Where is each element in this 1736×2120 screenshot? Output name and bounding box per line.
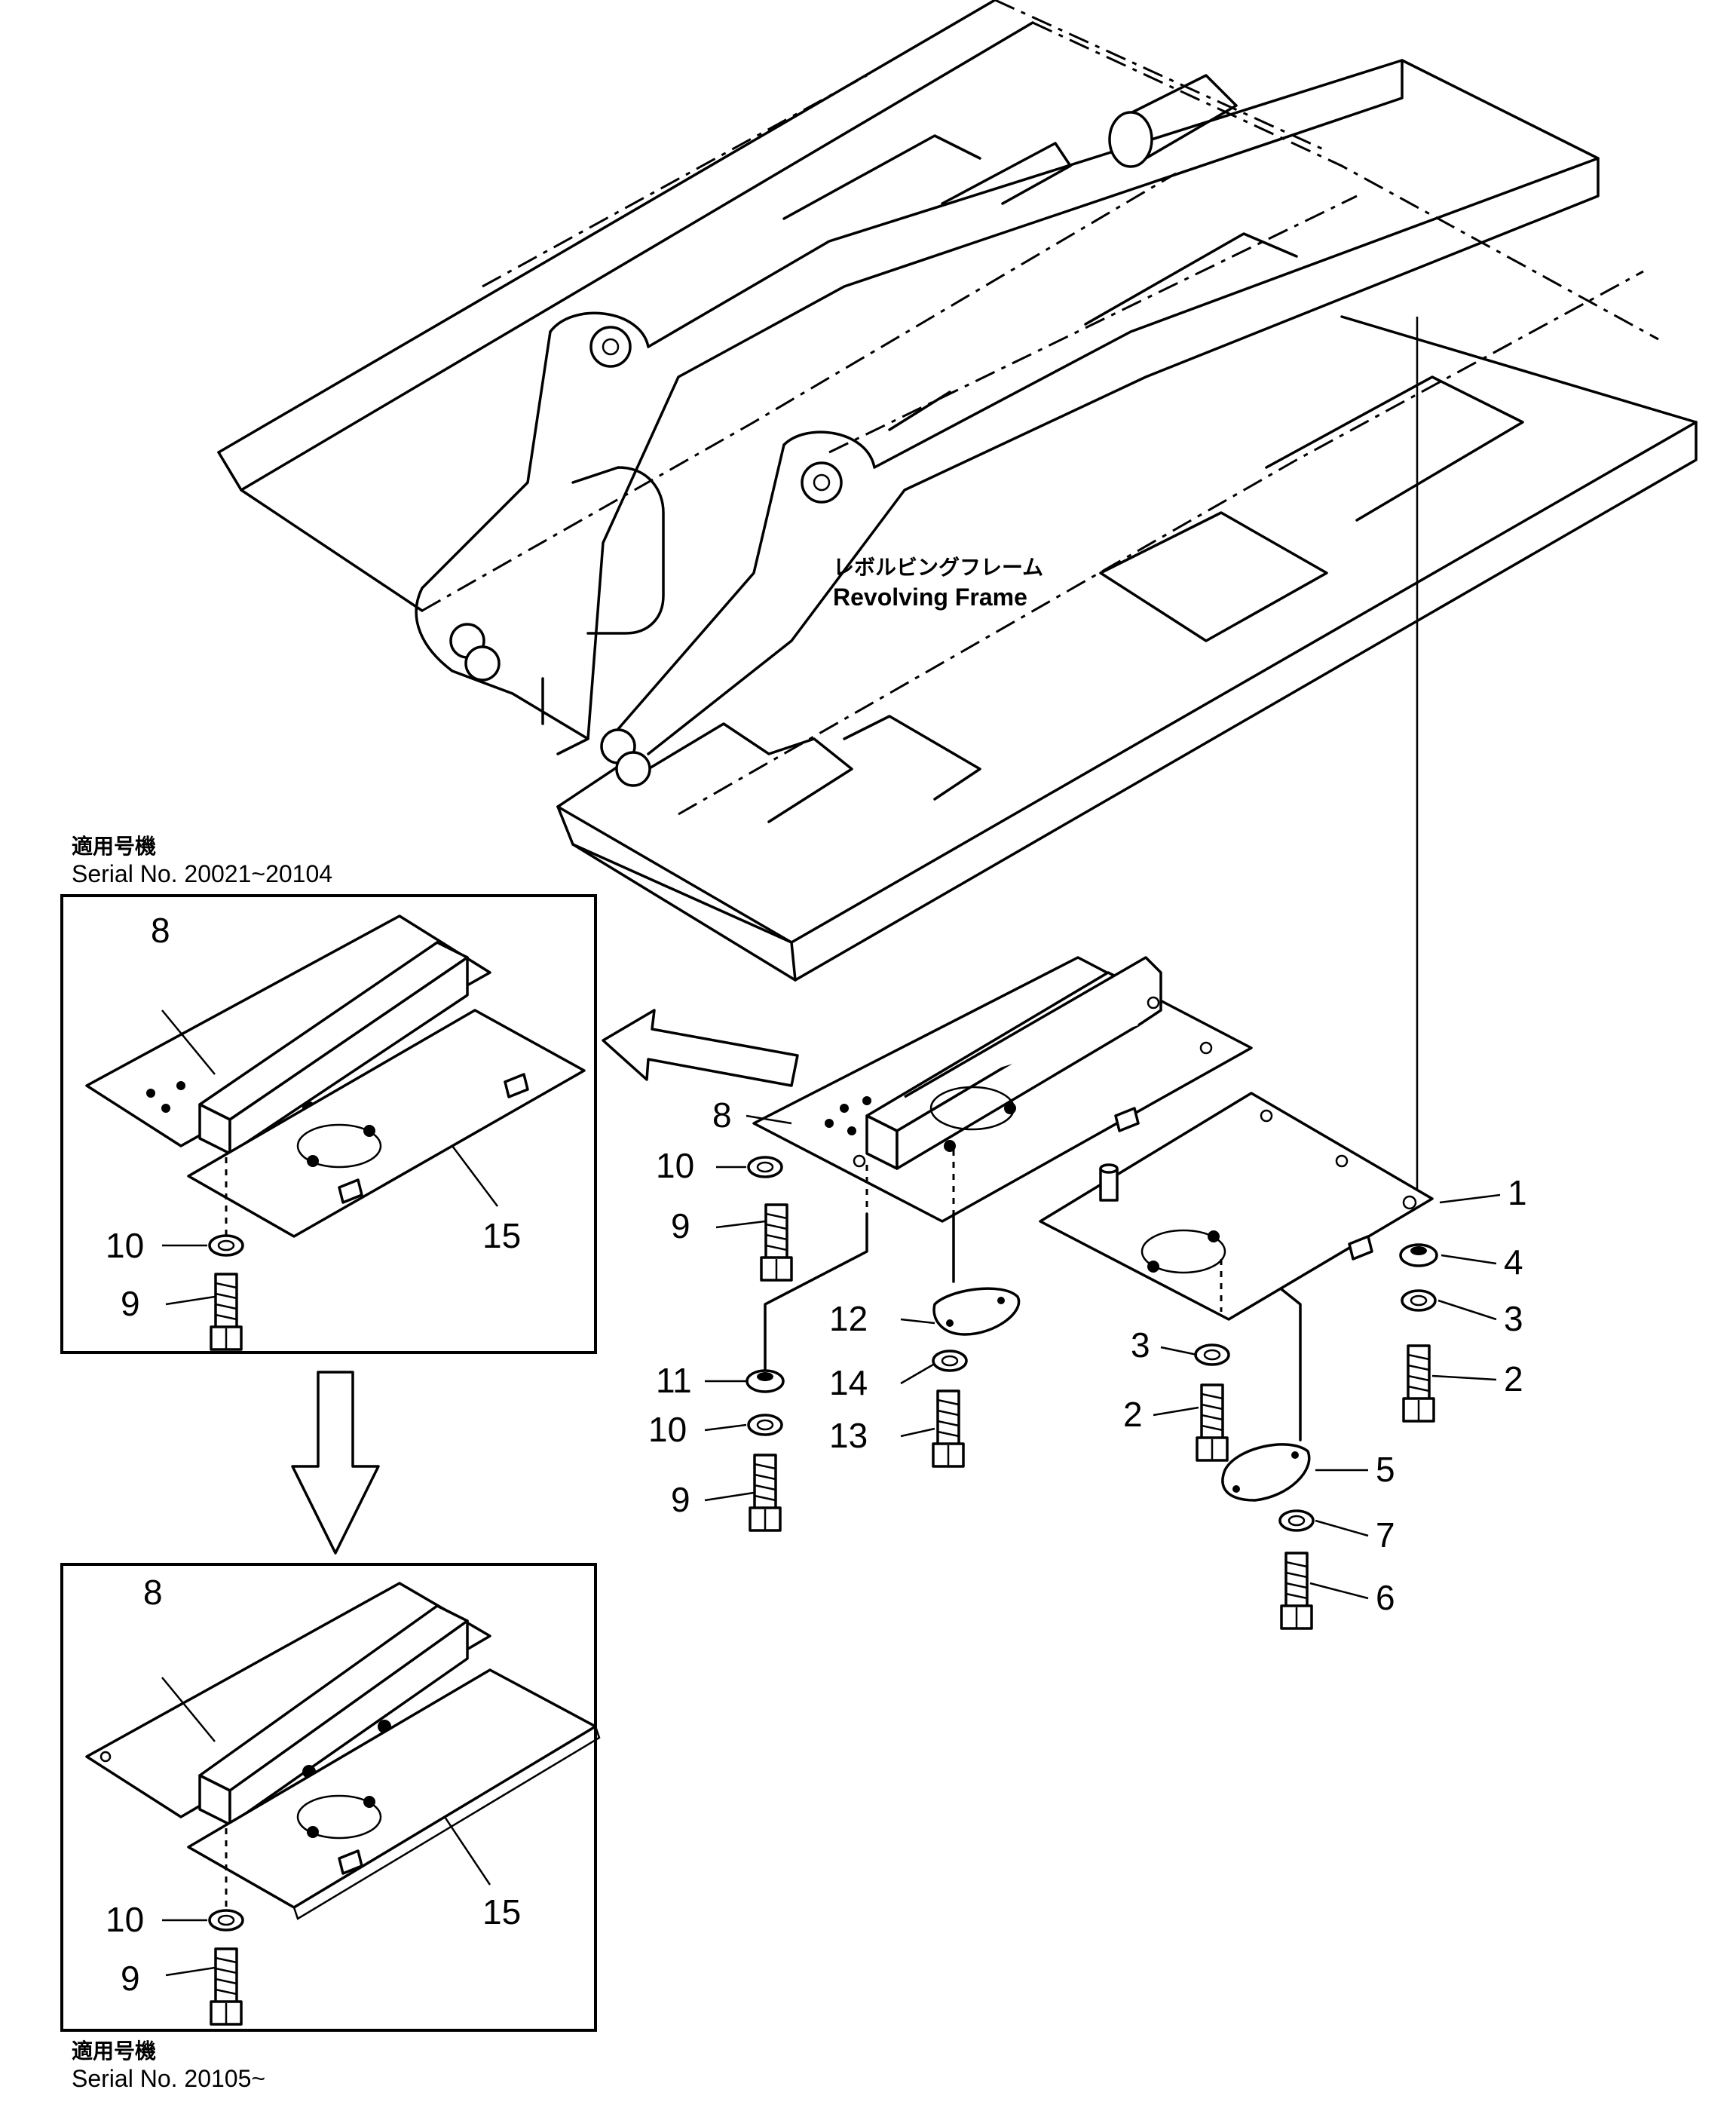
arrow-down: [291, 1371, 380, 1555]
callout-13: 13: [829, 1416, 868, 1455]
callout-4: 4: [1504, 1242, 1523, 1282]
cover-5: [1221, 1443, 1311, 1502]
inset-top-box: [60, 894, 597, 1354]
inset-top-callout-8: 8: [151, 911, 170, 950]
frame-label-en: Revolving Frame: [833, 584, 1027, 611]
callout-11: 11: [656, 1361, 692, 1400]
frame-label-jp: レボルビングフレーム: [833, 555, 1043, 580]
callout-2b: 2: [1123, 1395, 1143, 1434]
callout-5: 5: [1376, 1450, 1395, 1489]
inset-serial-20021-20104: 適用号機 Serial No. 20021~20104 8 15 10 9: [60, 834, 597, 1354]
plate-1-main: [1039, 1092, 1434, 1321]
callout-14: 14: [829, 1363, 868, 1402]
inset-bottom-serial: Serial No. 20105~: [72, 2065, 265, 2092]
inset-top-serial: Serial No. 20021~20104: [72, 860, 332, 887]
callout-10a: 10: [656, 1146, 694, 1185]
callout-1: 1: [1508, 1173, 1527, 1212]
inset-bottom-callout-8: 8: [143, 1573, 163, 1612]
callout-10b: 10: [648, 1410, 687, 1449]
callout-9a: 9: [671, 1206, 690, 1245]
inset-bottom-jp: 適用号機: [72, 2039, 156, 2063]
callout-3b: 3: [1131, 1325, 1150, 1365]
callout-leaders: [704, 1114, 1501, 1600]
inset-top-callout-9: 9: [121, 1284, 140, 1323]
callout-9b: 9: [671, 1480, 690, 1519]
inset-top-callout-10: 10: [106, 1226, 144, 1265]
arrow-to-top-inset: [602, 1009, 799, 1087]
callout-8: 8: [712, 1095, 732, 1135]
callout-7: 7: [1376, 1515, 1395, 1555]
inset-top-callout-15: 15: [482, 1216, 521, 1255]
revolving-frame: レボルビングフレーム Revolving Frame: [217, 0, 1698, 1202]
inset-serial-20105: 8 15 10 9 適用号機 Serial No. 20105~: [60, 1563, 601, 2092]
inset-bottom-callout-9: 9: [121, 1959, 140, 1998]
plate-8-main: [752, 956, 1253, 1223]
callout-3: 3: [1504, 1299, 1523, 1338]
inset-bottom-callout-10: 10: [106, 1900, 144, 1939]
inset-bottom-box: [60, 1563, 597, 2032]
inset-top-jp: 適用号機: [72, 834, 156, 859]
callout-2: 2: [1504, 1359, 1523, 1399]
cover-12: [932, 1287, 1021, 1336]
inset-bottom-callout-15: 15: [482, 1892, 521, 1932]
callout-12: 12: [829, 1299, 868, 1338]
callout-6: 6: [1376, 1578, 1395, 1617]
